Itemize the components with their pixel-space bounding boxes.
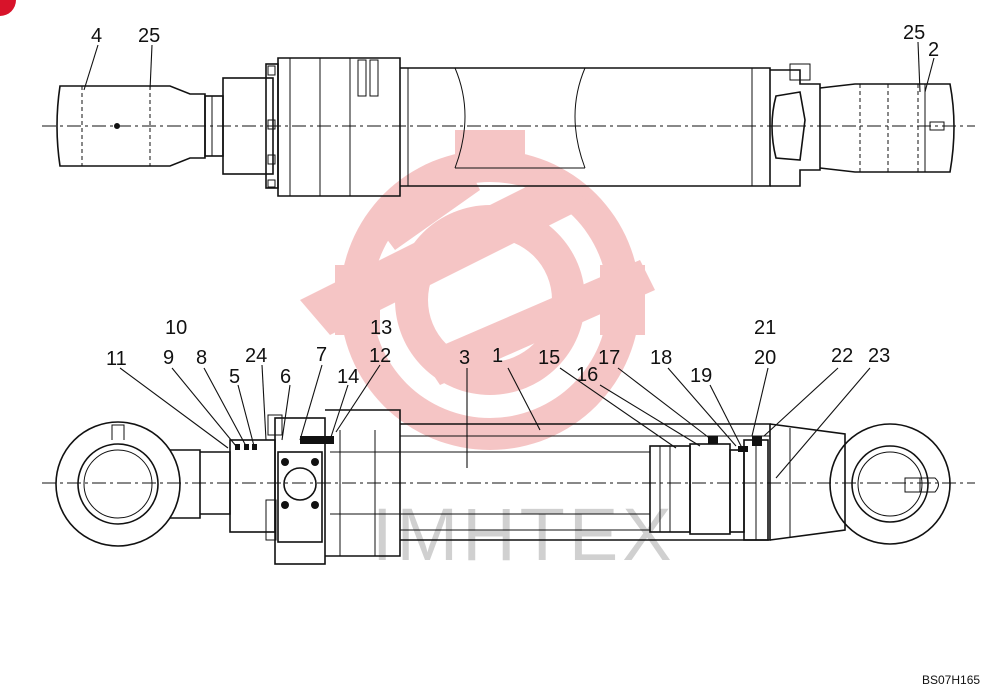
watermark-text: IMHTEX bbox=[372, 493, 676, 576]
label-12: 12 bbox=[369, 345, 391, 367]
label-11: 11 bbox=[106, 348, 127, 370]
watermark-logo bbox=[300, 130, 655, 450]
section-view bbox=[42, 409, 975, 565]
label-19: 19 bbox=[690, 365, 712, 387]
label-5: 5 bbox=[229, 366, 240, 388]
label-1: 1 bbox=[492, 345, 503, 367]
section-right-eye bbox=[829, 423, 951, 545]
label-10: 10 bbox=[165, 317, 187, 339]
label-16: 16 bbox=[576, 364, 598, 386]
label-15: 15 bbox=[538, 347, 560, 369]
label-14: 14 bbox=[337, 366, 359, 388]
top-view-callouts bbox=[83, 41, 935, 93]
label-23: 23 bbox=[868, 345, 890, 367]
section-left-eye bbox=[55, 421, 181, 547]
label-18: 18 bbox=[650, 347, 672, 369]
label-2: 2 bbox=[928, 39, 939, 61]
label-4: 4 bbox=[91, 25, 102, 47]
label-8: 8 bbox=[196, 347, 207, 369]
top-view bbox=[42, 57, 975, 197]
label-21: 21 bbox=[754, 317, 776, 339]
section-view-callouts bbox=[119, 364, 871, 479]
corner-badge bbox=[0, 0, 16, 16]
label-13: 13 bbox=[370, 317, 392, 339]
label-6: 6 bbox=[280, 366, 291, 388]
label-9: 9 bbox=[163, 347, 174, 369]
label-22: 22 bbox=[831, 345, 853, 367]
top-left-eye bbox=[56, 85, 206, 167]
drawing-code: BS07H165 bbox=[922, 673, 980, 687]
label-25-left: 25 bbox=[138, 25, 160, 47]
label-20: 20 bbox=[754, 347, 776, 369]
label-7: 7 bbox=[316, 344, 327, 366]
label-17: 17 bbox=[598, 347, 620, 369]
label-25-right: 25 bbox=[903, 22, 925, 44]
label-3: 3 bbox=[459, 347, 470, 369]
label-24: 24 bbox=[245, 345, 267, 367]
